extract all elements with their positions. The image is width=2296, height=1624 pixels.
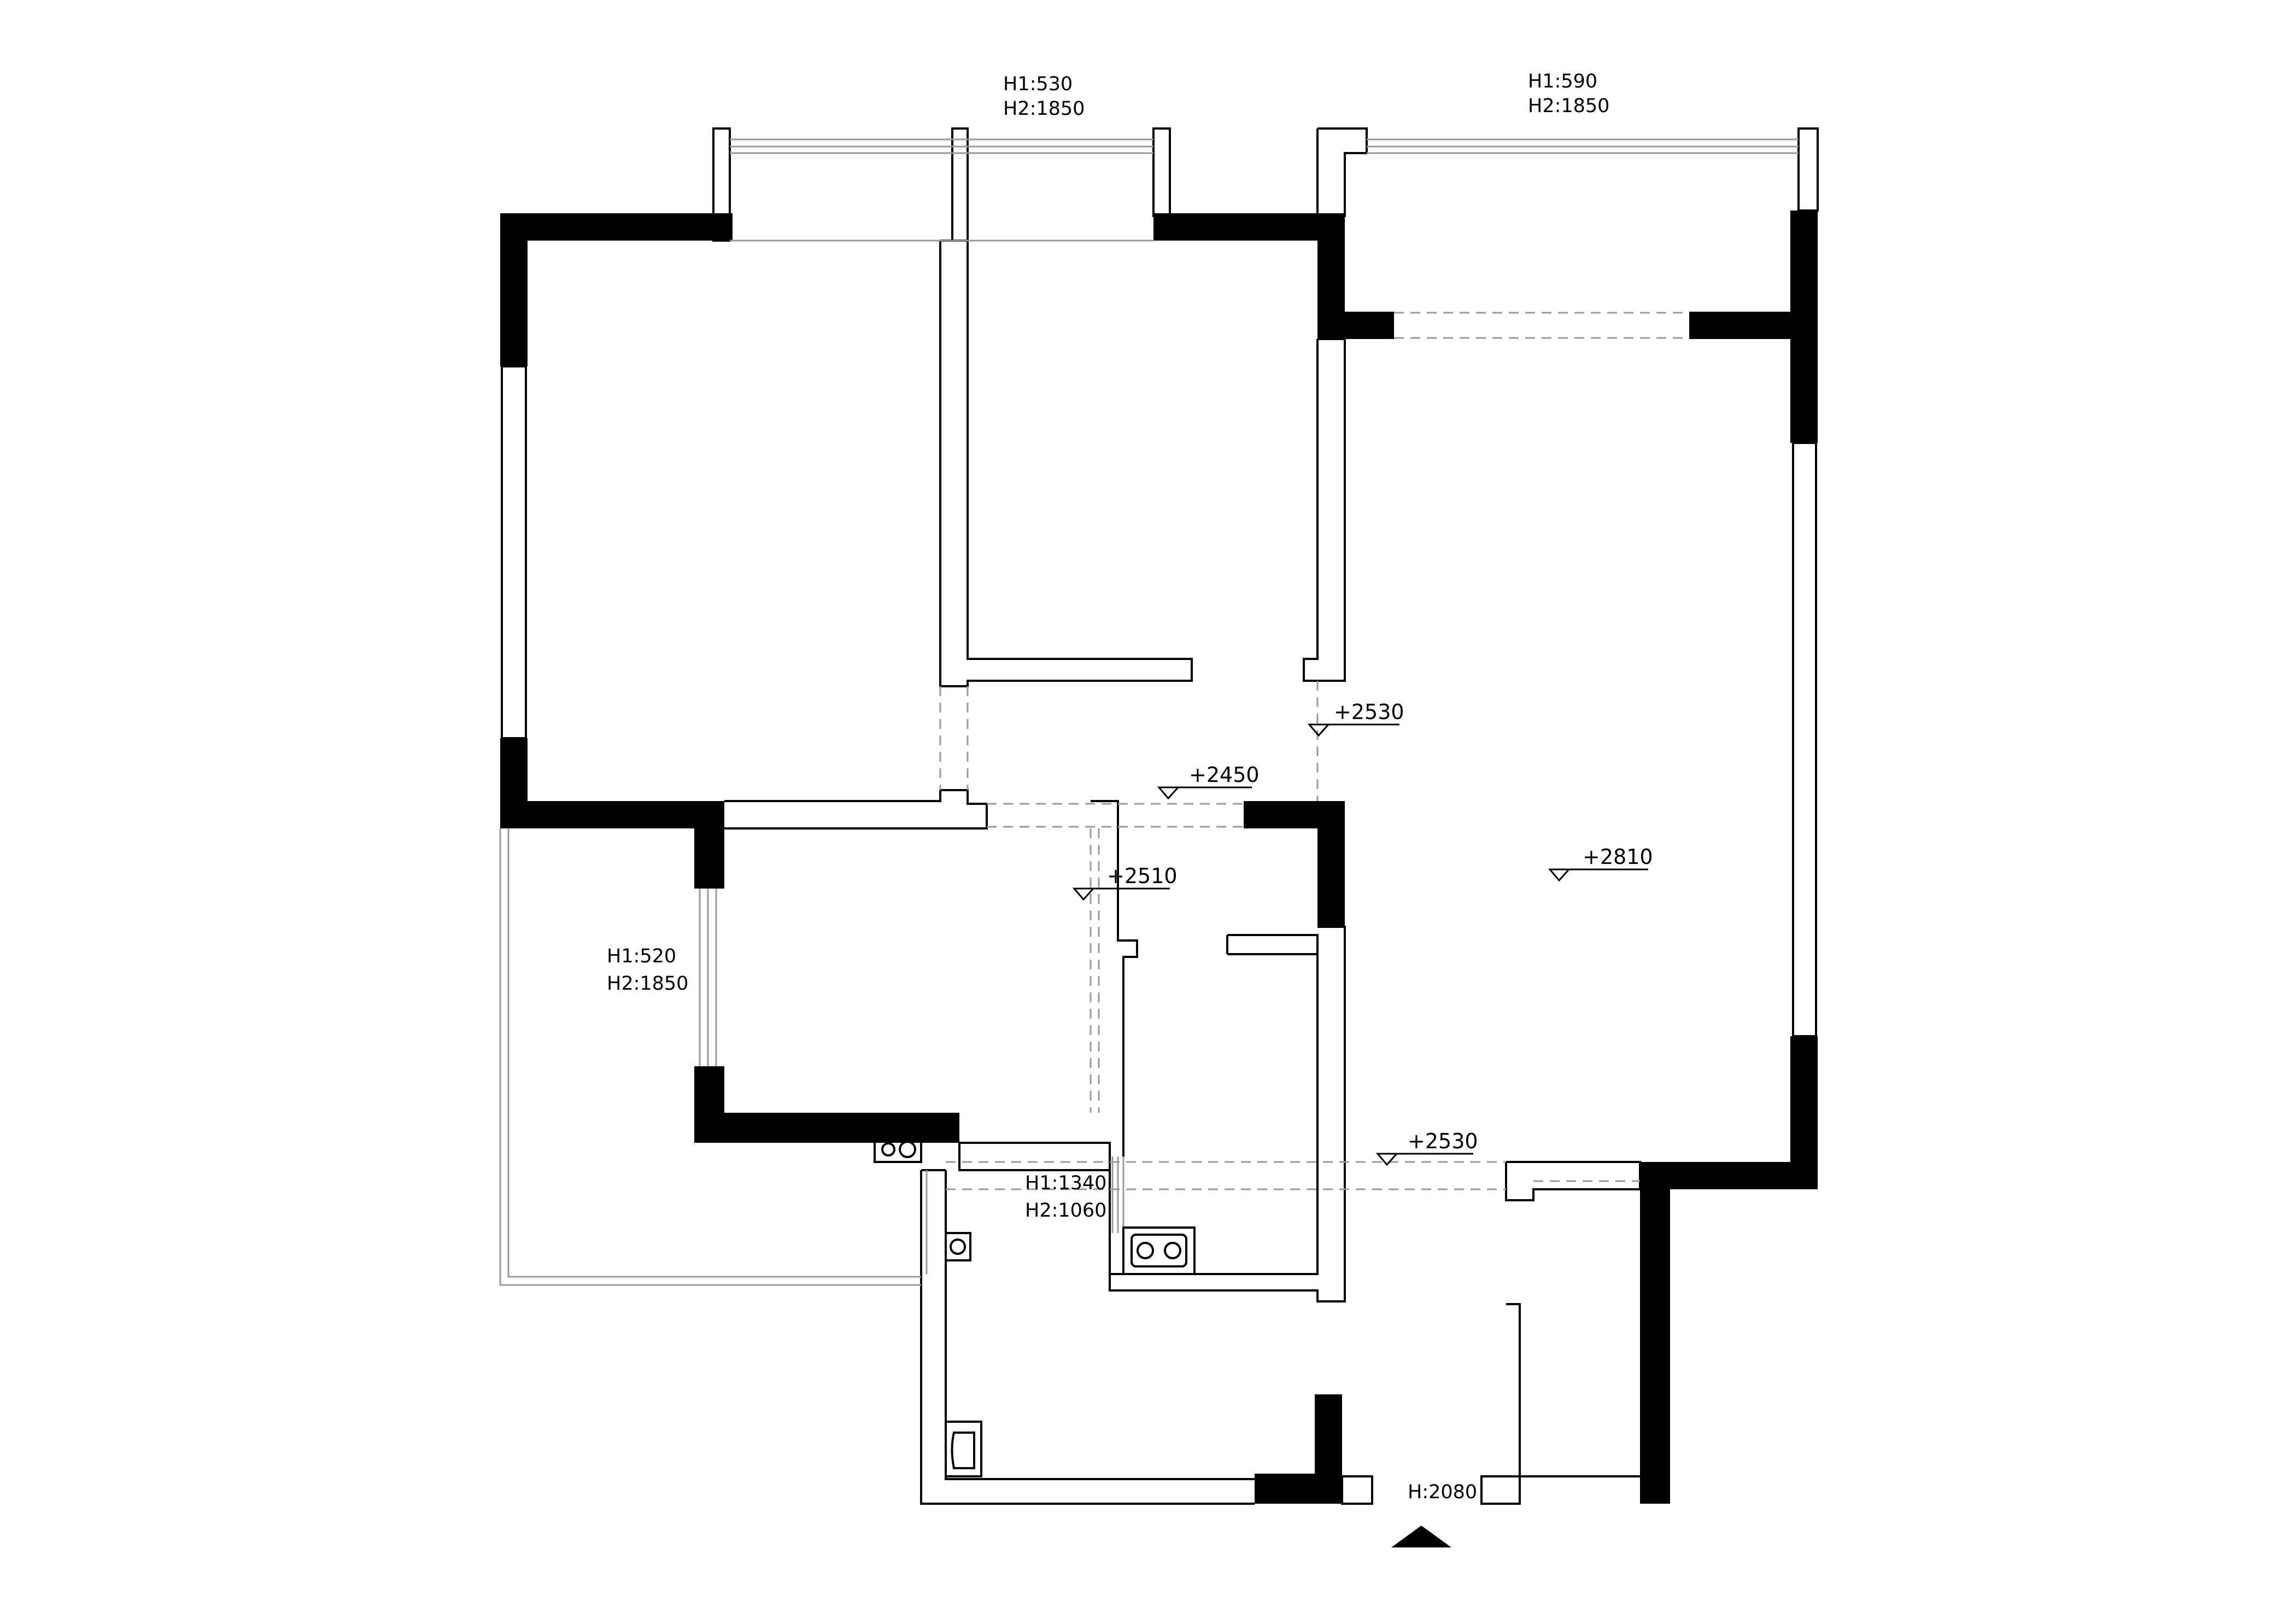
wall-room2-top	[694, 801, 724, 889]
solid-walls	[500, 211, 1818, 1504]
balcony-frame-left	[1316, 127, 1368, 217]
kitchen-wall-left	[1091, 800, 1138, 1156]
labels: H1:530 H2:1850 H1:590 H2:1850 H1:520 H2:…	[607, 71, 1653, 1503]
level-marker-entry	[1375, 1153, 1473, 1166]
window-top-left-h1: H1:530	[1003, 73, 1073, 95]
balcony-frame-right	[1797, 127, 1819, 212]
kitchen-inner	[1110, 934, 1319, 1275]
wall-right-upper	[1790, 211, 1818, 443]
window-left-h1: H1:520	[607, 945, 676, 967]
window-kitchen-h2: H2:1060	[1025, 1200, 1106, 1222]
level-marker-hall-upper	[1307, 723, 1399, 737]
door-frame-right	[1480, 1475, 1521, 1505]
level-living: +2810	[1583, 845, 1653, 869]
entrance-arrow-icon	[1391, 1526, 1451, 1547]
window-top-right-h1: H1:590	[1528, 71, 1597, 92]
level-corridor: +2450	[1189, 763, 1260, 787]
left-wall-window	[501, 365, 527, 739]
kitchen-wall-right	[958, 926, 1346, 1302]
window-top-left-h2: H2:1850	[1003, 98, 1085, 120]
level-hall-upper: +2530	[1334, 700, 1404, 724]
level-markers	[1072, 723, 1648, 1166]
wall-top-left	[500, 213, 733, 241]
window-frame-mid	[951, 127, 969, 242]
partition-study-right	[1303, 338, 1346, 682]
window-lines	[499, 138, 1799, 1286]
washbasin-icon	[874, 1136, 922, 1163]
outline-walls	[501, 127, 1819, 1505]
right-wall-window	[1792, 442, 1817, 1037]
wall-entrance-post	[1315, 1394, 1342, 1504]
door-frame-left	[1341, 1475, 1373, 1505]
floor-drain-icon	[945, 1232, 971, 1261]
cooktop-icon	[1122, 1226, 1196, 1275]
wall-balcony-divider-left	[1317, 312, 1394, 339]
fixtures	[874, 1136, 1196, 1477]
partition-study-left	[939, 239, 1193, 687]
window-top-right-h2: H2:1850	[1528, 95, 1609, 117]
entry-partition-right	[1506, 1303, 1640, 1477]
level-entry: +2530	[1408, 1129, 1478, 1153]
door-height-label: H:2080	[1408, 1481, 1477, 1503]
level-kitchen: +2510	[1107, 864, 1178, 888]
corridor-wall	[724, 789, 988, 829]
dashed-lines	[939, 312, 1689, 1190]
window-frame-left	[712, 127, 731, 242]
level-marker-living	[1548, 868, 1648, 882]
wall-top-middle	[1153, 213, 1345, 241]
wall-left-upper	[500, 213, 528, 366]
window-left-h2: H2:1850	[607, 973, 688, 995]
entry-outer	[920, 1170, 1255, 1505]
balcony-left-outer	[499, 828, 921, 1286]
balcony-left-inner	[507, 828, 921, 1278]
toilet-icon	[945, 1421, 982, 1477]
wall-bottom-left	[500, 801, 724, 828]
entry-inner	[945, 1211, 1255, 1480]
wall-entry-right	[1640, 1162, 1670, 1504]
entry-top-right	[1505, 1161, 1641, 1201]
wall-hall-corner-v	[1317, 801, 1345, 927]
window-frame-right	[1152, 127, 1171, 217]
level-marker-kitchen	[1072, 887, 1170, 901]
window-kitchen-h1: H1:1340	[1025, 1172, 1106, 1194]
level-marker-corridor	[1157, 786, 1252, 800]
